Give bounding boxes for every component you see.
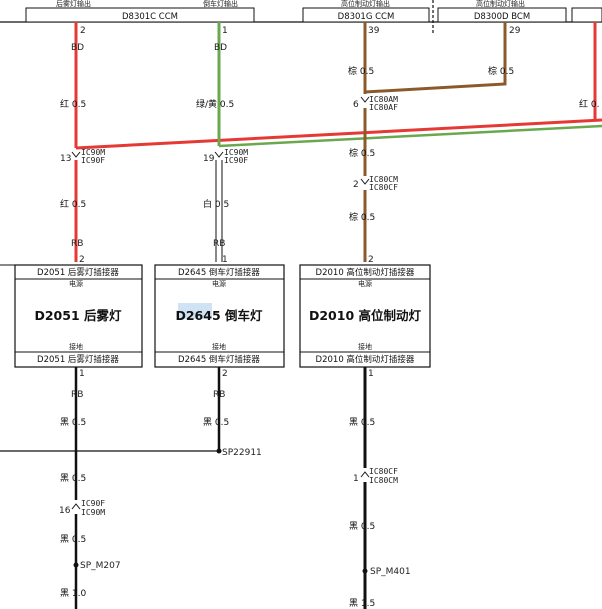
wire-spec: 黑 0.5	[60, 473, 86, 484]
pin-label: 39	[368, 26, 380, 36]
rear-fog-connector-bottom-label: D2051 后雾灯插接器	[37, 354, 119, 365]
inline-connector-code: IC80AM	[369, 95, 398, 104]
wire-code: BD	[71, 43, 84, 53]
wire-green-crossover	[218, 124, 602, 148]
rear-fog-light-block: D2051 后雾灯插接器 电源 D2051 后雾灯 接地 D2051 后雾灯插接…	[0, 264, 143, 368]
ccm-connector-label-1: D8301C CCM	[122, 12, 178, 22]
reverse-output-label: 倒车灯输出	[203, 0, 238, 8]
inline-connector-code: IC80CF	[369, 467, 398, 476]
inline-connector-code: IC90M	[81, 148, 105, 157]
wire-spec: 黑 0.5	[60, 417, 86, 428]
rear-fog-connector-top-label: D2051 后雾灯插接器	[37, 267, 119, 278]
wire-code: RB	[71, 390, 83, 400]
ccm-connector-box-1	[25, 7, 255, 23]
wire-spec: 黑 0.5	[60, 534, 86, 545]
wire-spec: 绿/黄 0.5	[196, 98, 234, 110]
splice-dot	[216, 448, 222, 454]
pin-label: 1	[222, 26, 228, 36]
inline-connector-number: 1	[353, 474, 359, 484]
pin-label: 29	[509, 26, 521, 36]
inline-connector-gap	[70, 500, 82, 514]
right-connector-box	[571, 7, 602, 23]
inline-connector-gap	[70, 150, 82, 160]
inline-connector-number: 6	[353, 100, 359, 110]
high-brake-light-block: D2010 高位制动灯插接器 电源 D2010 高位制动灯 接地 D2010 高…	[299, 264, 431, 368]
bcm-connector-box	[437, 7, 567, 23]
wire-red-crossover	[75, 118, 602, 150]
pin-label: 1	[368, 369, 374, 379]
reverse-connector-bottom-label: D2645 倒车灯插接器	[178, 354, 260, 365]
wire-spec: 红 0.5	[60, 198, 86, 210]
high-brake-output-label-2: 高位制动灯输出	[476, 0, 525, 8]
inline-connector-symbol	[71, 151, 81, 158]
inline-connector-symbol	[360, 178, 370, 185]
ccm-connector-label-2: D8301G CCM	[338, 12, 395, 22]
inline-connector-code: IC90M	[81, 508, 105, 517]
rear-fog-light-name: D2051 后雾灯	[34, 308, 122, 323]
high-brake-power-label: 电源	[358, 279, 372, 288]
inline-connector-code: IC80CM	[369, 476, 398, 485]
inline-connector-code: IC80CF	[369, 183, 398, 192]
wire-code: RB	[71, 239, 83, 249]
inline-connector-code: IC90M	[224, 148, 248, 157]
inline-connector-symbol	[214, 151, 224, 158]
reverse-light-name: D2645 倒车灯	[175, 308, 263, 323]
pin-label: 2	[222, 369, 228, 379]
wire-spec: 棕 0.5	[348, 65, 374, 77]
wire-spec: 黑 1.0	[60, 588, 86, 599]
rear-fog-ground-label: 接地	[69, 342, 83, 351]
inline-connector-code: IC90F	[81, 499, 105, 508]
pin-label: 2	[368, 255, 374, 265]
inline-connector-gap	[212, 148, 226, 160]
reverse-ground-label: 接地	[212, 342, 226, 351]
wire-spec: 黑 0.5	[349, 417, 375, 428]
high-brake-connector-top-label: D2010 高位制动灯插接器	[316, 267, 415, 278]
reverse-power-label: 电源	[212, 279, 226, 288]
wire-code: RB	[213, 239, 225, 249]
rear-fog-power-label: 电源	[69, 279, 83, 288]
inline-connector-symbol	[360, 471, 370, 478]
splice-label: SP_M401	[370, 567, 411, 577]
inline-connector-code: IC80CM	[369, 175, 398, 184]
inline-connector-symbol	[71, 503, 81, 510]
wire-spec: 红 0.	[579, 98, 599, 110]
reverse-light-block: D2645 倒车灯插接器 电源 D2645 倒车灯 接地 D2645 倒车灯插接…	[154, 264, 285, 368]
pin-label: 1	[222, 255, 228, 265]
high-brake-output-label-1: 高位制动灯输出	[341, 0, 390, 8]
wire-spec: 红 0.5	[60, 98, 86, 110]
splice-dot	[73, 562, 79, 568]
inline-connector-code: IC90F	[224, 156, 248, 165]
splice-label: SP_M207	[80, 561, 121, 571]
rear-fog-output-label: 后雾灯输出	[56, 0, 91, 8]
high-brake-connector-bottom-label: D2010 高位制动灯插接器	[316, 354, 415, 365]
inline-connector-symbol	[360, 96, 370, 103]
pin-label: 2	[80, 26, 86, 36]
wire-spec: 白 0.5	[203, 198, 229, 210]
inline-connector-code: IC90F	[81, 156, 105, 165]
high-brake-ground-label: 接地	[358, 342, 372, 351]
wire-spec: 棕 0.5	[349, 211, 375, 223]
reverse-connector-top-label: D2645 倒车灯插接器	[178, 267, 260, 278]
splice-dot	[362, 568, 368, 574]
inline-connector-number: 19	[203, 154, 215, 164]
inline-connector-number: 16	[59, 506, 71, 516]
high-brake-light-name: D2010 高位制动灯	[309, 308, 422, 323]
wire-brown-bcm	[364, 22, 507, 94]
wire-code: BD	[214, 43, 227, 53]
wire-code: RB	[213, 390, 225, 400]
wire-spec: 黑 0.5	[349, 521, 375, 532]
wire-spec: 棕 0.5	[488, 65, 514, 77]
bcm-connector-label: D8300D BCM	[474, 12, 530, 22]
wire-spec: 黑 0.5	[203, 417, 229, 428]
inline-connector-number: 13	[60, 154, 71, 164]
inline-connector-number: 2	[353, 180, 359, 190]
pin-label: 2	[79, 255, 85, 265]
wire-spec: 黑 1.5	[349, 598, 375, 609]
pin-label: 1	[79, 369, 85, 379]
inline-connector-gap	[359, 468, 371, 482]
inline-connector-code: IC80AF	[369, 103, 398, 112]
wire-spec: 棕 0.5	[349, 147, 375, 159]
splice-label: SP22911	[222, 448, 262, 458]
